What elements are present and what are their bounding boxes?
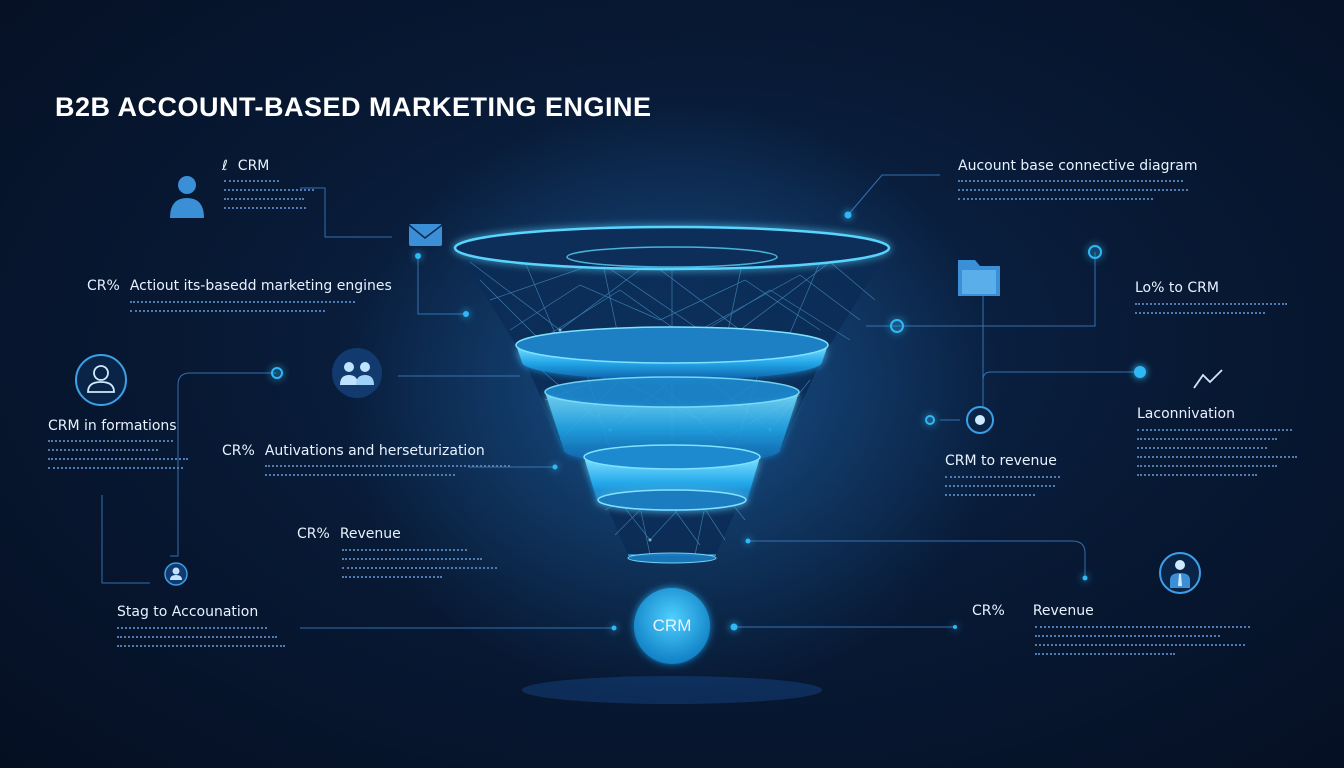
desc-placeholder	[265, 462, 515, 484]
folder-icon	[958, 260, 1000, 296]
label-crm-formations: CRM in formations	[48, 418, 177, 434]
desc-placeholder	[224, 177, 320, 219]
page-title: B2B ACCOUNT-BASED MARKETING ENGINE	[55, 92, 652, 122]
label-account-based: CR% Actiout its-basedd marketing engines	[87, 278, 392, 294]
desc-placeholder	[117, 624, 287, 656]
envelope-icon	[408, 224, 443, 246]
label-text: CRM	[237, 158, 270, 174]
desc-placeholder	[1135, 300, 1295, 322]
label-prefix: CR%	[222, 443, 255, 459]
desc-placeholder	[1137, 426, 1302, 488]
desc-placeholder	[130, 298, 360, 320]
funnel	[453, 225, 891, 564]
label-to-crm: Lo% to CRM	[1135, 280, 1219, 296]
crm-center-label: CRM	[652, 616, 692, 635]
label-activations: CR% Autivations and herseturization	[222, 443, 485, 459]
user-small-icon	[164, 562, 188, 586]
label-text: Revenue	[1032, 603, 1094, 619]
desc-placeholder	[1035, 623, 1255, 667]
base-glow	[522, 676, 822, 704]
trend-icon	[1193, 369, 1223, 389]
desc-placeholder	[958, 177, 1193, 211]
businessman-icon	[1159, 552, 1201, 594]
target-icon	[966, 406, 994, 434]
label-prefix: ℓ	[222, 158, 228, 174]
label-prefix: CR%	[87, 278, 120, 294]
label-text: Autivations and herseturization	[264, 443, 485, 459]
connector-lines	[101, 174, 1140, 629]
crm-center-circle	[634, 588, 710, 664]
person-circle-icon	[75, 354, 127, 406]
label-prefix: CR%	[972, 603, 1005, 619]
label-crm-top: ℓ CRM	[222, 158, 269, 174]
label-prefix: CR%	[297, 526, 330, 542]
label-revenue-right: CR% Revenue	[972, 603, 1094, 619]
label-text: Actiout its-basedd marketing engines	[129, 278, 392, 294]
label-crm-revenue: CRM to revenue	[945, 453, 1057, 469]
person-icon	[170, 176, 204, 218]
connector-rings	[271, 245, 1102, 425]
connector-dots	[415, 211, 1146, 631]
label-text: Revenue	[339, 526, 401, 542]
label-stag: Stag to Accounation	[117, 604, 259, 620]
desc-placeholder	[945, 473, 1065, 505]
label-revenue-left: CR% Revenue	[297, 526, 401, 542]
group-icon	[332, 348, 382, 398]
label-laconnivation: Laconnivation	[1137, 406, 1235, 422]
desc-placeholder	[48, 437, 193, 479]
label-account-diagram: Aucount base connective diagram	[958, 158, 1198, 174]
desc-placeholder	[342, 546, 502, 590]
